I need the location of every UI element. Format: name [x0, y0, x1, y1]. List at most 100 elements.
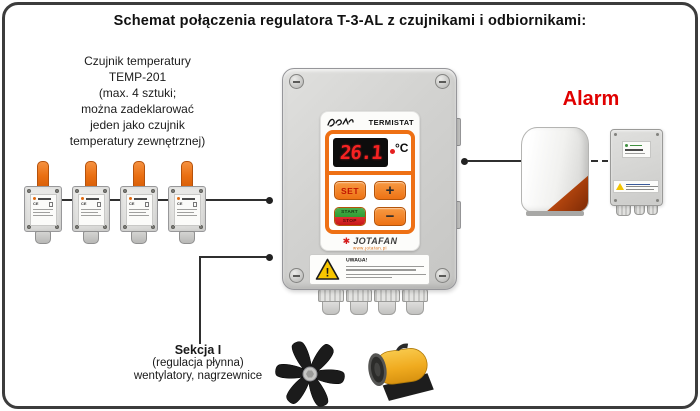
jotafan-script-logo-icon [327, 117, 354, 127]
brand-row: ✱ JOTAFAN [321, 236, 419, 246]
temp-sensor-2: CE [72, 161, 112, 245]
screw-icon [27, 189, 31, 193]
alarm-dashed-wire [602, 160, 608, 162]
plus-button[interactable]: + [374, 181, 406, 200]
sensor-note-line: (max. 4 sztuki; [98, 86, 177, 100]
alarm-label: Alarm [562, 88, 620, 110]
stop-half[interactable]: STOP [335, 216, 365, 225]
warning-triangle-icon [616, 183, 624, 190]
brand-dot-icon [129, 197, 132, 200]
brand-dot-icon [81, 197, 84, 200]
screw-icon [103, 225, 107, 229]
section1-subtitle: (regulacja płynna) [152, 357, 244, 369]
screw-icon [151, 189, 155, 193]
sensor-probe [37, 161, 49, 188]
sensor-label: CE [78, 194, 105, 226]
screw-icon [151, 225, 155, 229]
cable-gland [346, 288, 372, 315]
temp-sensor-1: CE [24, 161, 64, 245]
temp-sensor-3: CE [120, 161, 160, 245]
sensor-probe [181, 161, 193, 188]
cable-gland [179, 231, 195, 244]
section1-title: Sekcja I [174, 343, 222, 357]
wire-node-dot [461, 157, 468, 165]
alarm-dashed-wire [591, 160, 598, 162]
warning-triangle-icon: ! [315, 258, 340, 280]
relay-warning-sticker [613, 180, 659, 193]
sensor-body: CE [72, 186, 110, 232]
brand-website: www.jotafan.pl [353, 246, 387, 252]
brand-dot-icon [177, 197, 180, 200]
sensor-link-wire [158, 199, 169, 201]
sensor-note-line: TEMP-201 [108, 70, 167, 84]
sensor-note-line: jeden jako czujnik [90, 118, 185, 132]
sensor-label: CE [30, 194, 57, 226]
frame-divider [329, 171, 411, 175]
ce-mark: CE [81, 202, 87, 207]
regulator-t3al: TERMISTAT 26.1 °C SET + START STOP − ✱ J… [282, 68, 461, 290]
sensor-probe [133, 161, 145, 188]
sensor-label: CE [126, 194, 153, 226]
screw-icon [614, 133, 617, 136]
ce-mark: CE [177, 202, 183, 207]
cable-gland [318, 288, 344, 315]
screw-icon [27, 225, 31, 229]
screw-icon [103, 189, 107, 193]
section1-wire-horizontal [200, 256, 268, 258]
screw-icon [171, 189, 175, 193]
sensor-label: CE [174, 194, 201, 226]
alarm-relay-box [610, 129, 663, 206]
brand-dot-icon [625, 144, 628, 147]
cable-gland [83, 231, 99, 244]
set-button[interactable]: SET [334, 181, 366, 200]
siren-lens [546, 175, 588, 212]
screw-icon [199, 189, 203, 193]
model-label: TERMISTAT [368, 118, 414, 127]
temperature-display: 26.1 [333, 138, 388, 167]
sensor-body: CE [168, 186, 206, 232]
siren-base [526, 211, 584, 216]
sensor-note-line: temperatury zewnętrznej) [69, 134, 206, 148]
heater-icon [368, 343, 434, 401]
screw-icon [435, 74, 450, 89]
fan-icon [275, 341, 345, 407]
sensor-note: Czujnik temperatury TEMP-201 (max. 4 szt… [15, 53, 260, 149]
brand-name: JOTAFAN [353, 236, 398, 246]
screw-icon [614, 199, 617, 202]
weee-bin-icon [193, 202, 198, 207]
cable-gland [374, 288, 400, 315]
ce-mark: CE [129, 202, 135, 207]
display-unit: °C [395, 141, 409, 155]
siren-shell [521, 127, 589, 213]
cable-gland [35, 231, 51, 244]
sensor-note-line: można zadeklarować [81, 102, 194, 116]
ce-mark: CE [33, 202, 39, 207]
warning-text: UWAGA! [346, 258, 428, 279]
jotafan-flower-icon: ✱ [342, 235, 351, 246]
sensor-link-wire [110, 199, 121, 201]
warning-heading: UWAGA! [346, 258, 368, 264]
section1-caption: Sekcja I (regulacja płynna) wentylatory,… [100, 344, 296, 383]
screw-icon [123, 189, 127, 193]
section1-devices: wentylatory, nagrzewnice [133, 370, 263, 382]
relay-box-label [622, 141, 651, 158]
screw-icon [289, 74, 304, 89]
start-half[interactable]: START [335, 208, 365, 217]
sensor-bus-wire [206, 199, 268, 201]
screw-icon [55, 189, 59, 193]
screw-icon [75, 225, 79, 229]
display-value: 26.1 [338, 141, 383, 164]
status-led [390, 149, 395, 154]
screw-icon [75, 189, 79, 193]
diagram-title: Schemat połączenia regulatora T-3-AL z c… [113, 13, 587, 29]
minus-button[interactable]: − [374, 207, 406, 226]
weee-bin-icon [49, 202, 54, 207]
screw-icon [123, 225, 127, 229]
control-frame: 26.1 °C SET + START STOP − [325, 130, 415, 234]
screw-icon [289, 268, 304, 283]
start-stop-button[interactable]: START STOP [334, 207, 366, 226]
weee-bin-icon [97, 202, 102, 207]
brand-dot-icon [33, 197, 36, 200]
sensor-note-line: Czujnik temperatury [84, 54, 191, 68]
